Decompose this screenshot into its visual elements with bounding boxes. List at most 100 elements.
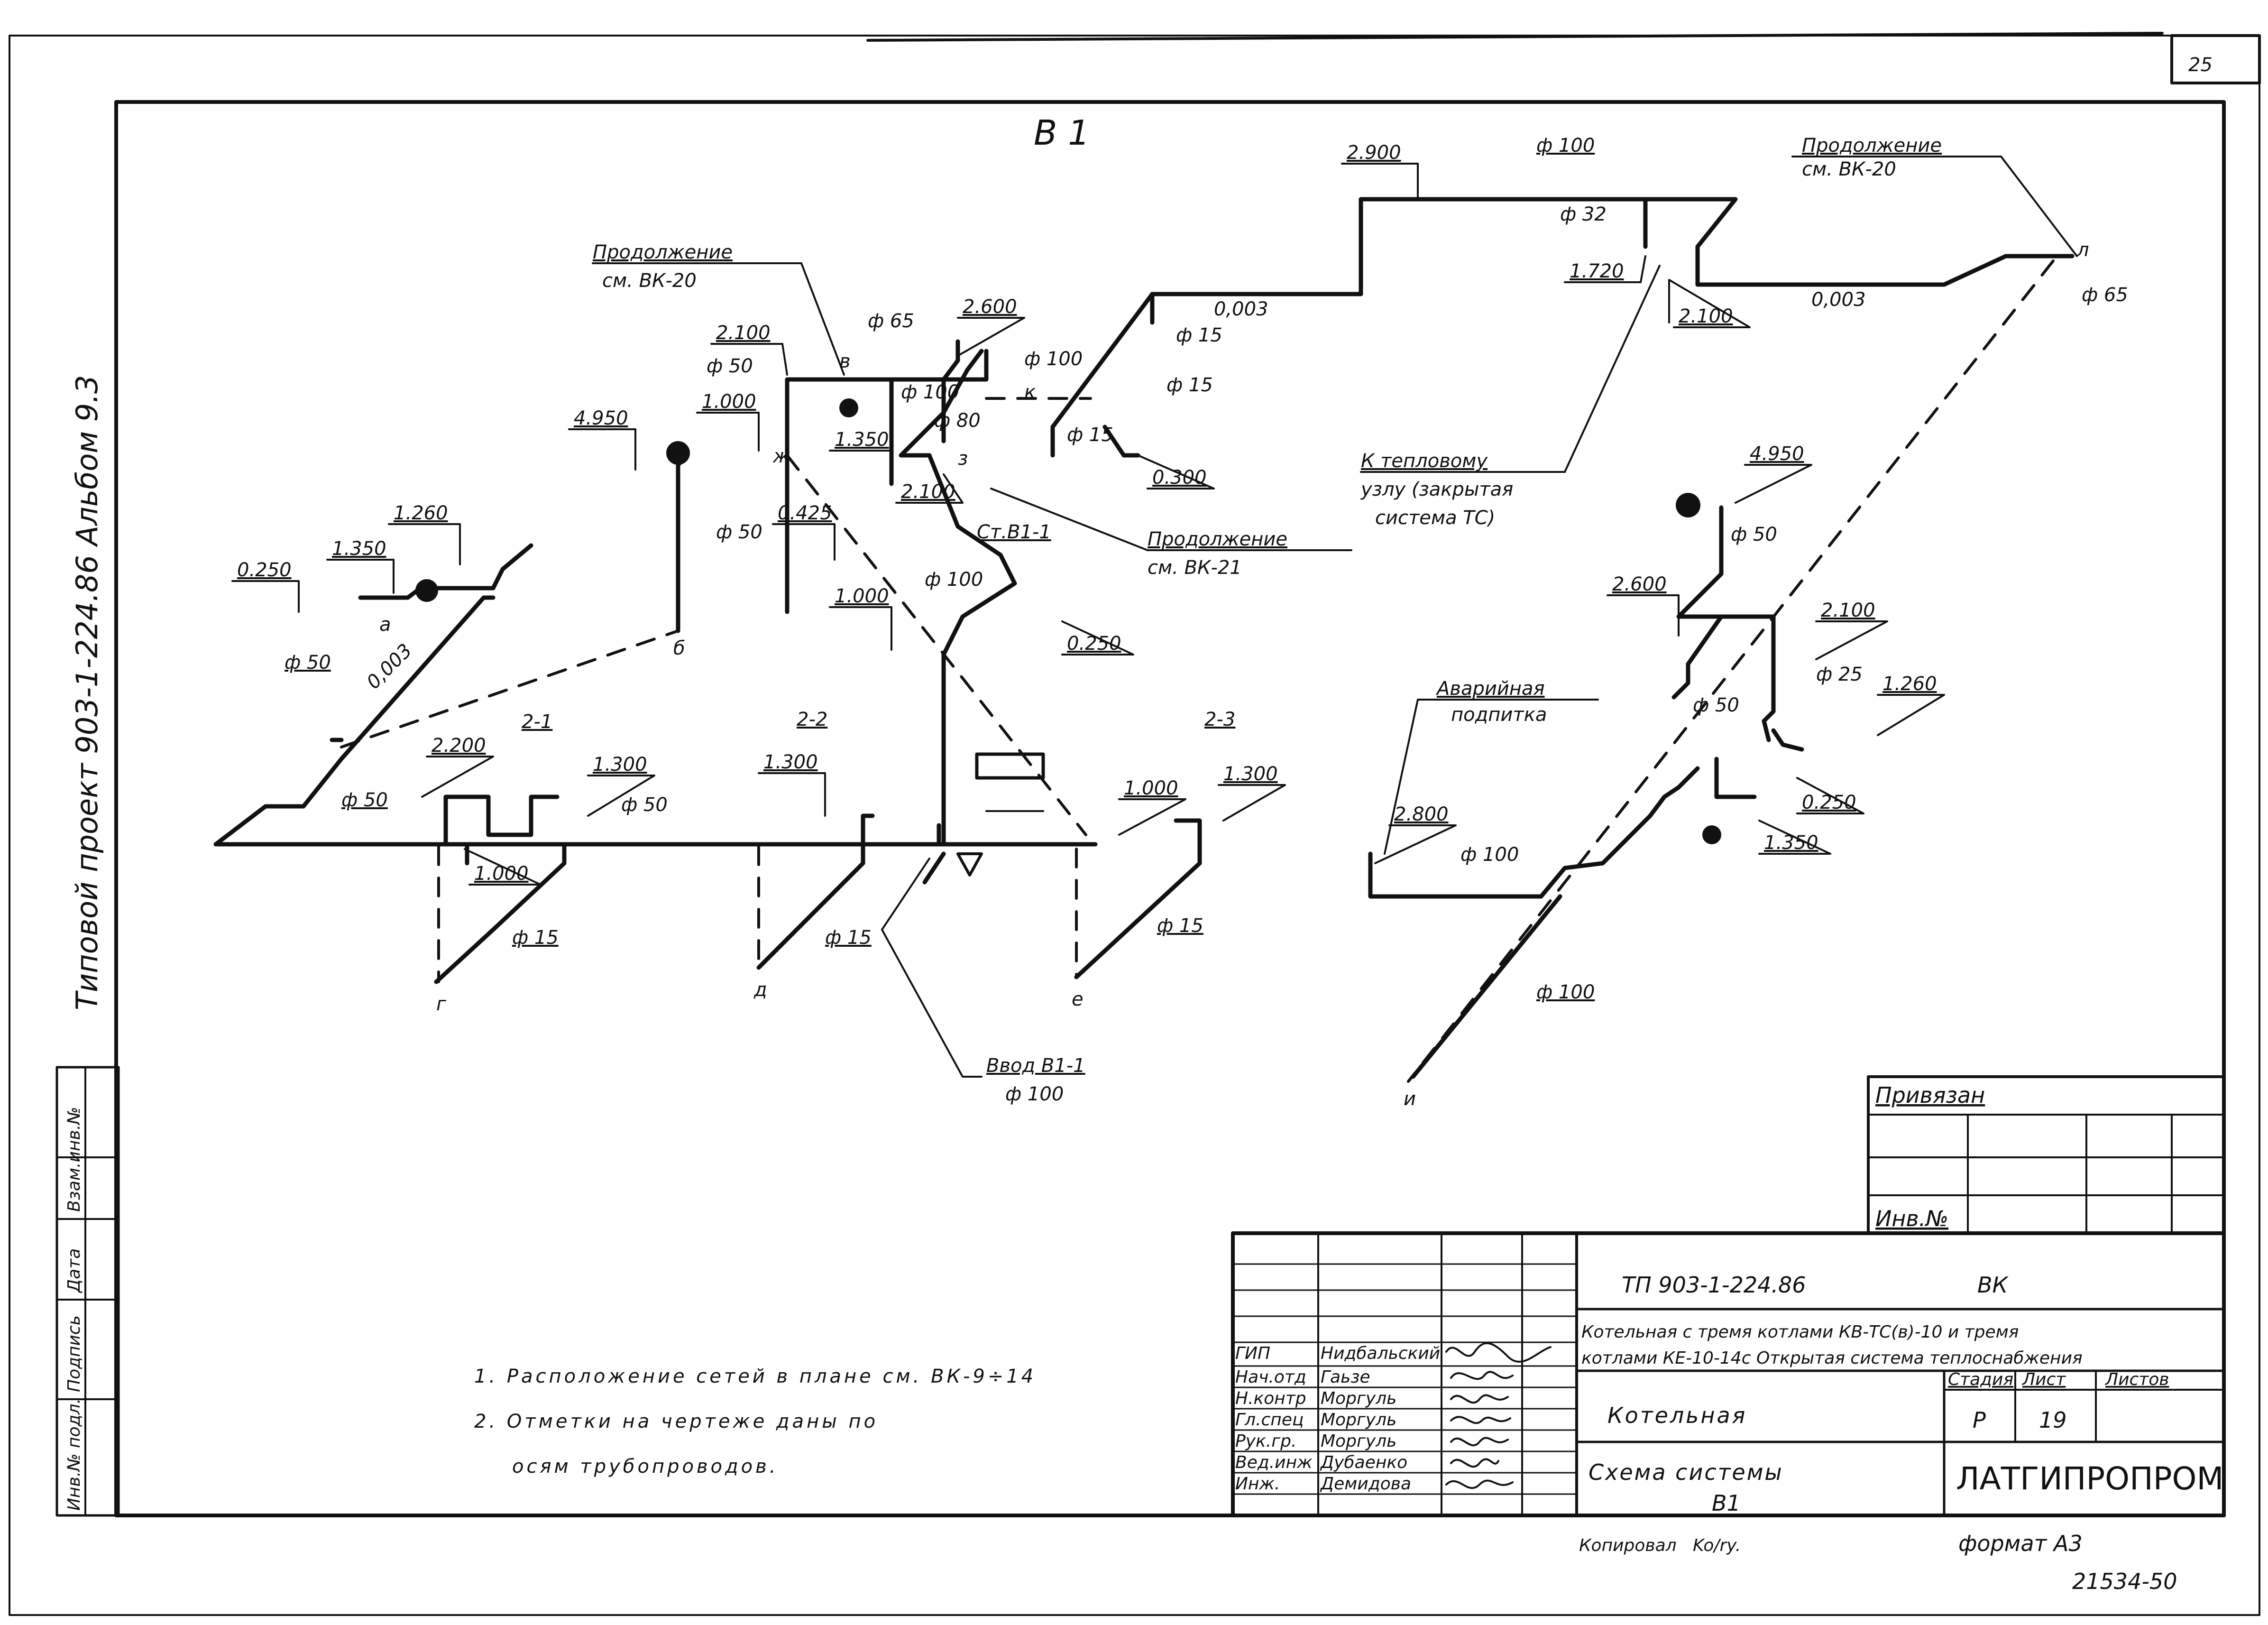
- section-2-1: 2-1: [522, 711, 552, 733]
- elev-2600-r: 2.600: [1612, 573, 1667, 595]
- elev-1300-a: 1.300: [593, 754, 647, 776]
- dia-100-a: ф 100: [1024, 348, 1083, 370]
- riser-4950: [676, 453, 690, 633]
- piping-system: [213, 197, 2075, 1083]
- tb-mark: ВК: [1977, 1272, 2009, 1298]
- notes: 1. Расположение сетей в плане см. ВК-9÷1…: [474, 1366, 1036, 1477]
- staff-role-2: Нач.отд: [1235, 1367, 1306, 1387]
- tb-stage: Р: [1973, 1407, 1986, 1433]
- section-2-2: 2-2: [797, 709, 827, 730]
- inlet-leader: [881, 858, 982, 1078]
- staff-role-5: Рук.гр.: [1235, 1431, 1296, 1451]
- staff-name-6: Дубаенко: [1320, 1453, 1407, 1472]
- note-3: осям трубопроводов.: [512, 1456, 778, 1477]
- dia-50-r: ф 50: [1731, 524, 1777, 545]
- label-continuation-vk21-ref: см. ВК-21: [1148, 557, 1242, 579]
- point-i: и: [1404, 1088, 1416, 1110]
- label-riser: Ст.В1-1: [977, 521, 1051, 543]
- dia-15-e: ф 15: [825, 927, 872, 949]
- outer-frame: [9, 35, 2260, 1616]
- inlet-stub: [922, 851, 946, 885]
- dia-50-e: ф 50: [621, 794, 668, 816]
- label-heat-node-3: система ТС): [1375, 507, 1495, 529]
- elev-1300-c: 1.300: [1223, 763, 1278, 785]
- gauge-1350-right: [1702, 825, 1721, 844]
- dia-50-c: ф 50: [285, 652, 331, 674]
- side-stamp-sign: Подпись: [64, 1315, 84, 1392]
- dia-100-c: ф 100: [925, 569, 983, 591]
- leader-vk21-2: [990, 488, 1148, 551]
- dia-100-r: ф 100: [1460, 844, 1519, 866]
- dia-15-f: ф 15: [1157, 915, 1203, 937]
- elev-1260: 1.260: [394, 502, 448, 524]
- dia-50-r2: ф 50: [1693, 694, 1739, 716]
- point-z: з: [958, 448, 968, 470]
- page-number-box: [2170, 34, 2261, 84]
- diagram-title: В 1: [1034, 113, 1090, 153]
- tb-stage-label: Стадия: [1948, 1370, 2013, 1389]
- note-1: 1. Расположение сетей в плане см. ВК-9÷1…: [474, 1366, 1036, 1387]
- staff-name-5: Моргуль: [1321, 1431, 1396, 1451]
- page-number: 25: [2188, 54, 2213, 76]
- copied-by: Копировал: [1579, 1536, 1677, 1555]
- staff-role-4: Гл.спец: [1235, 1410, 1304, 1430]
- dia-80: ф 80: [934, 410, 981, 432]
- loop-b: [941, 349, 989, 443]
- upper-stub-2600: [889, 339, 960, 382]
- label-inlet-d: ф 100: [1005, 1083, 1064, 1105]
- leader-heat-node-2: [1564, 265, 1661, 473]
- dia-15-a: ф 15: [1176, 324, 1222, 346]
- dia-50-d: ф 50: [341, 789, 388, 811]
- branch-2-1-down: [434, 842, 567, 984]
- tb-inv-no: Инв.№: [1875, 1206, 1948, 1231]
- meter-box: [975, 752, 1045, 780]
- label-continuation-vk20-b: Продолжение: [1802, 135, 1942, 157]
- leader-vk20-b-2: [2000, 156, 2078, 257]
- point-a: а: [379, 614, 391, 636]
- branch-2-1: [443, 794, 560, 847]
- slope-b: 0,003: [1811, 289, 1866, 311]
- staff-name-2: Гаьзе: [1321, 1367, 1370, 1387]
- tb-code: ТП 903-1-224.86: [1622, 1272, 1806, 1298]
- top-edge-line: [866, 32, 2164, 42]
- label-continuation-vk20-a-ref: см. ВК-20: [602, 270, 697, 292]
- album-label: Типовой проект 903-1-224.86 Альбом 9.3: [70, 375, 104, 1010]
- dia-65: ф 65: [868, 310, 914, 332]
- tb-description-1: Котельная с тремя котлами КВ-ТС(в)-10 и …: [1581, 1322, 2019, 1342]
- tb-bound: Привязан: [1875, 1082, 1985, 1108]
- dia-25: ф 25: [1816, 664, 1863, 685]
- tb-sheets-label: Листов: [2104, 1370, 2169, 1389]
- point-b: б: [673, 637, 685, 659]
- elev-0300: 0.300: [1152, 467, 1207, 489]
- point-zh: ж: [772, 445, 790, 467]
- point-v: в: [839, 351, 851, 372]
- elev-2200: 2.200: [432, 735, 486, 757]
- elev-2100-b: 2.100: [901, 481, 955, 503]
- leader-emergency: [1384, 699, 1599, 855]
- elev-0250: 0.250: [237, 559, 292, 581]
- label-heat-node-2: узлу (закрытая: [1360, 479, 1513, 500]
- dash-to-b: [340, 629, 679, 748]
- label-emergency-1: Аварийная: [1435, 678, 1545, 700]
- tb-object: Котельная: [1607, 1403, 1747, 1428]
- label-emergency-2: подпитка: [1451, 704, 1547, 726]
- right-riser-b: [1671, 614, 1724, 700]
- label-continuation-vk20-b-ref: см. ВК-20: [1802, 158, 1896, 180]
- upper-right-branch: [1050, 197, 2075, 458]
- dia-15-b: ф 15: [1166, 374, 1213, 396]
- dia-50-a: ф 50: [707, 355, 753, 377]
- emergency-line: [1368, 766, 1700, 899]
- side-stamp: Инв.№ подл. Подпись Дата Взам.инв.№: [55, 1066, 120, 1517]
- archive-no: 21534-50: [2072, 1569, 2177, 1594]
- elev-2600: 2.600: [963, 296, 1017, 318]
- dia-15-d: ф 15: [512, 927, 559, 949]
- lower-100-line: [1411, 894, 1562, 1079]
- elev-1300-b: 1.300: [763, 751, 818, 773]
- elev-1000-c: 1.000: [1124, 777, 1178, 799]
- dia-100-top: ф 100: [1536, 135, 1595, 157]
- label-continuation-vk20-a: Продолжение: [593, 241, 733, 263]
- copier-sign: Ko/ry.: [1693, 1536, 1741, 1555]
- leader-vk20-a-2: [800, 262, 845, 376]
- valve-a: [415, 579, 438, 602]
